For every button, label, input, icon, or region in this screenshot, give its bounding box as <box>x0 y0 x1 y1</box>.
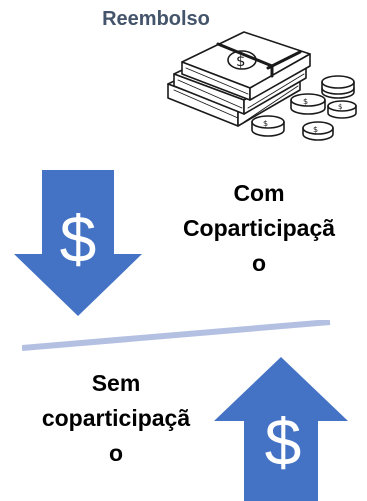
svg-text:$: $ <box>313 125 318 134</box>
svg-text:$: $ <box>263 119 268 128</box>
money-stack-icon: $ $ $ $ $ <box>167 31 357 141</box>
divider-line <box>22 320 331 351</box>
svg-text:$: $ <box>338 103 342 111</box>
arrow-down-icon: $ <box>14 170 142 316</box>
svg-text:$: $ <box>236 52 246 70</box>
svg-text:$: $ <box>303 97 308 106</box>
arrow-up-icon: $ <box>214 357 348 501</box>
slide-title: Reembolso <box>102 8 210 30</box>
dollar-icon: $ <box>60 202 97 276</box>
com-coparticipacao-label: Com Coparticipaçã o <box>182 180 336 276</box>
dollar-icon: $ <box>265 405 302 479</box>
sem-coparticipacao-label: Sem coparticipaçã o <box>41 370 191 466</box>
